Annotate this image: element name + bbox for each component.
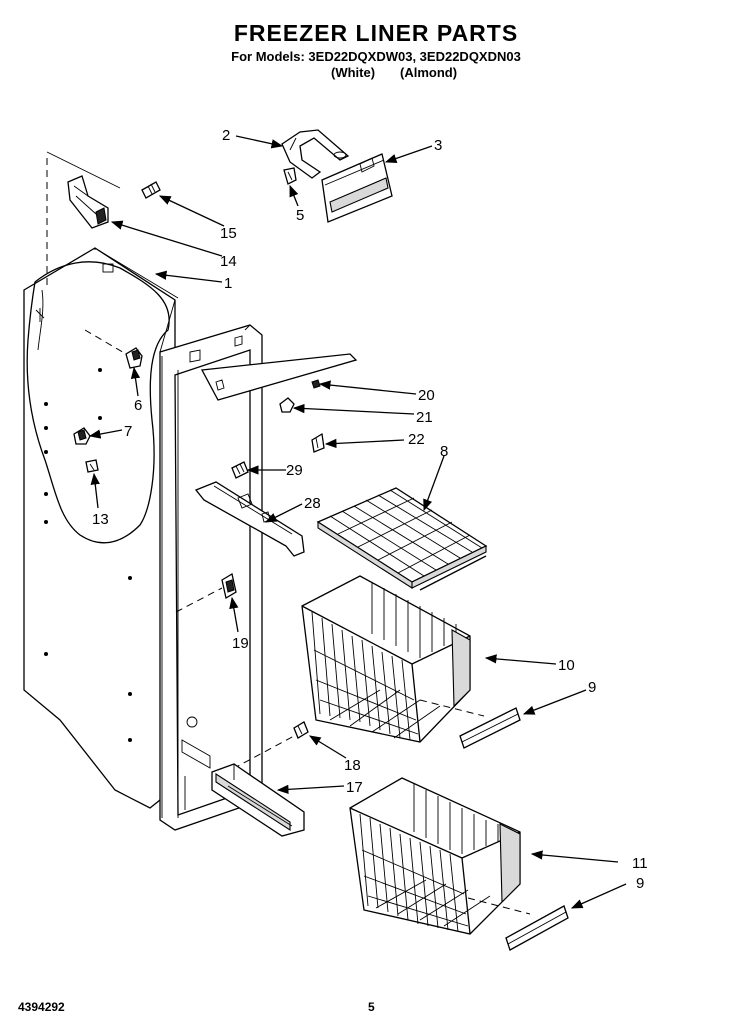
callout-13: 13 bbox=[92, 511, 109, 528]
document-number: 4394292 bbox=[18, 1000, 65, 1014]
part-28-shelf-support bbox=[194, 481, 305, 557]
part-10-upper-basket bbox=[301, 575, 471, 743]
callout-8: 8 bbox=[440, 443, 448, 460]
part-9-lower-divider bbox=[505, 905, 569, 951]
callout-3: 3 bbox=[434, 137, 442, 154]
callout-6: 6 bbox=[134, 397, 142, 414]
part-17-rail bbox=[211, 763, 305, 837]
callout-29: 29 bbox=[286, 462, 303, 479]
part-8-wire-shelf bbox=[316, 487, 488, 591]
part-14-bracket bbox=[67, 175, 109, 229]
callout-18: 18 bbox=[344, 757, 361, 774]
liner-mount-holes bbox=[44, 368, 132, 742]
part-20-cover bbox=[200, 353, 358, 401]
part-9-upper-divider bbox=[459, 707, 521, 749]
color-almond: (Almond) bbox=[400, 65, 458, 80]
part-5-screw bbox=[283, 167, 297, 185]
callout-9-upper: 9 bbox=[588, 679, 596, 696]
callout-21: 21 bbox=[416, 409, 433, 426]
part-19-bracket bbox=[221, 572, 237, 600]
callout-5: 5 bbox=[296, 207, 304, 224]
part-6-bracket bbox=[125, 347, 143, 369]
part-3-panel bbox=[321, 153, 393, 223]
callout-11: 11 bbox=[632, 855, 648, 872]
callout-19: 19 bbox=[232, 635, 249, 652]
callout-17: 17 bbox=[346, 779, 363, 796]
part-21-clip bbox=[279, 397, 295, 413]
part-7-clip bbox=[73, 416, 102, 445]
callout-22: 22 bbox=[408, 431, 425, 448]
callout-14: 14 bbox=[220, 253, 237, 270]
callout-leaders bbox=[88, 135, 627, 909]
liner-front-frame bbox=[159, 299, 263, 831]
page-number: 5 bbox=[368, 1000, 375, 1014]
color-white: (White) bbox=[331, 65, 376, 80]
part-13-screw bbox=[85, 459, 99, 473]
callout-numbers: 2 3 5 15 14 1 6 7 13 20 21 22 8 29 28 19… bbox=[92, 127, 648, 892]
part-22-clip bbox=[311, 432, 325, 453]
callout-7: 7 bbox=[124, 423, 132, 440]
part-18-screw bbox=[293, 721, 309, 739]
page-title: FREEZER LINER PARTS bbox=[233, 20, 519, 46]
model-numbers: For Models: 3ED22DQXDW03, 3ED22DQXDN03 bbox=[231, 49, 521, 64]
callout-2: 2 bbox=[222, 127, 230, 144]
callout-10: 10 bbox=[558, 657, 575, 674]
part-2-hinge bbox=[281, 129, 350, 179]
part-15-screw bbox=[141, 181, 161, 199]
callout-9-lower: 9 bbox=[636, 875, 644, 892]
callout-15: 15 bbox=[220, 225, 237, 242]
part-11-lower-basket bbox=[349, 777, 521, 935]
callout-20: 20 bbox=[418, 387, 435, 404]
callout-1: 1 bbox=[224, 275, 232, 292]
callout-28: 28 bbox=[304, 495, 321, 512]
freezer-liner bbox=[23, 247, 179, 809]
